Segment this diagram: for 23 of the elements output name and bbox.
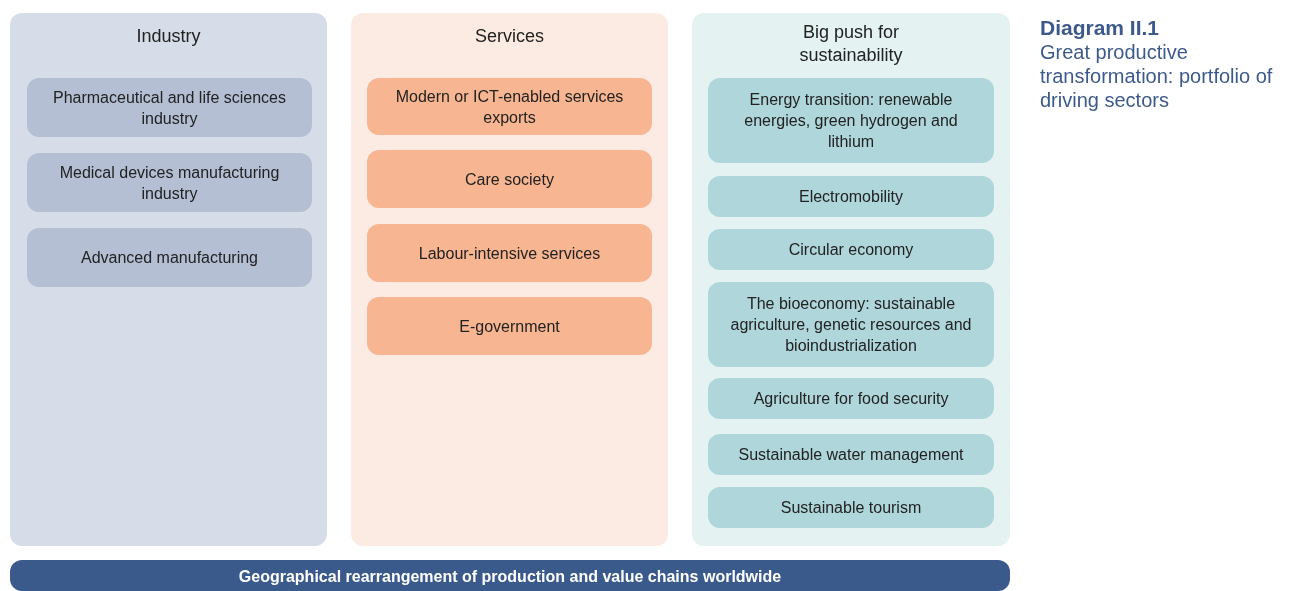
sector-panel [351,13,668,546]
sector-box: Agriculture for food security [708,378,994,419]
panel-heading: Industry [135,25,202,48]
sector-box: Labour-intensive services [367,224,652,282]
sector-panel [692,13,1010,546]
sector-box: Sustainable tourism [708,487,994,528]
sector-box: Energy transition: renewable energies, green hydrogen and lithium [708,78,994,163]
panel-heading: Services [474,25,545,48]
banner-bar: Geographical rearrangement of production and value chains worldwide [10,560,1010,591]
sector-box: Electromobility [708,176,994,217]
diagram-caption: Great productive transformation: portfolio of driving sectors [1040,40,1274,112]
sector-box: Care society [367,150,652,208]
sector-box: Circular economy [708,229,994,270]
diagram-title: Diagram II.1 [1040,16,1160,40]
sector-box: Modern or ICT-enabled services exports [367,78,652,135]
sector-box: Pharmaceutical and life sciences industry [27,78,312,137]
sector-box: Advanced manufacturing [27,228,312,287]
panel-heading: Big push for sustainability [798,21,904,67]
sector-box: The bioeconomy: sustainable agriculture, genetic resources and bioindustrialization [708,282,994,367]
sector-box: Medical devices manufacturing industry [27,153,312,212]
sector-box: E-government [367,297,652,355]
sector-panel [10,13,327,546]
sector-box: Sustainable water management [708,434,994,475]
